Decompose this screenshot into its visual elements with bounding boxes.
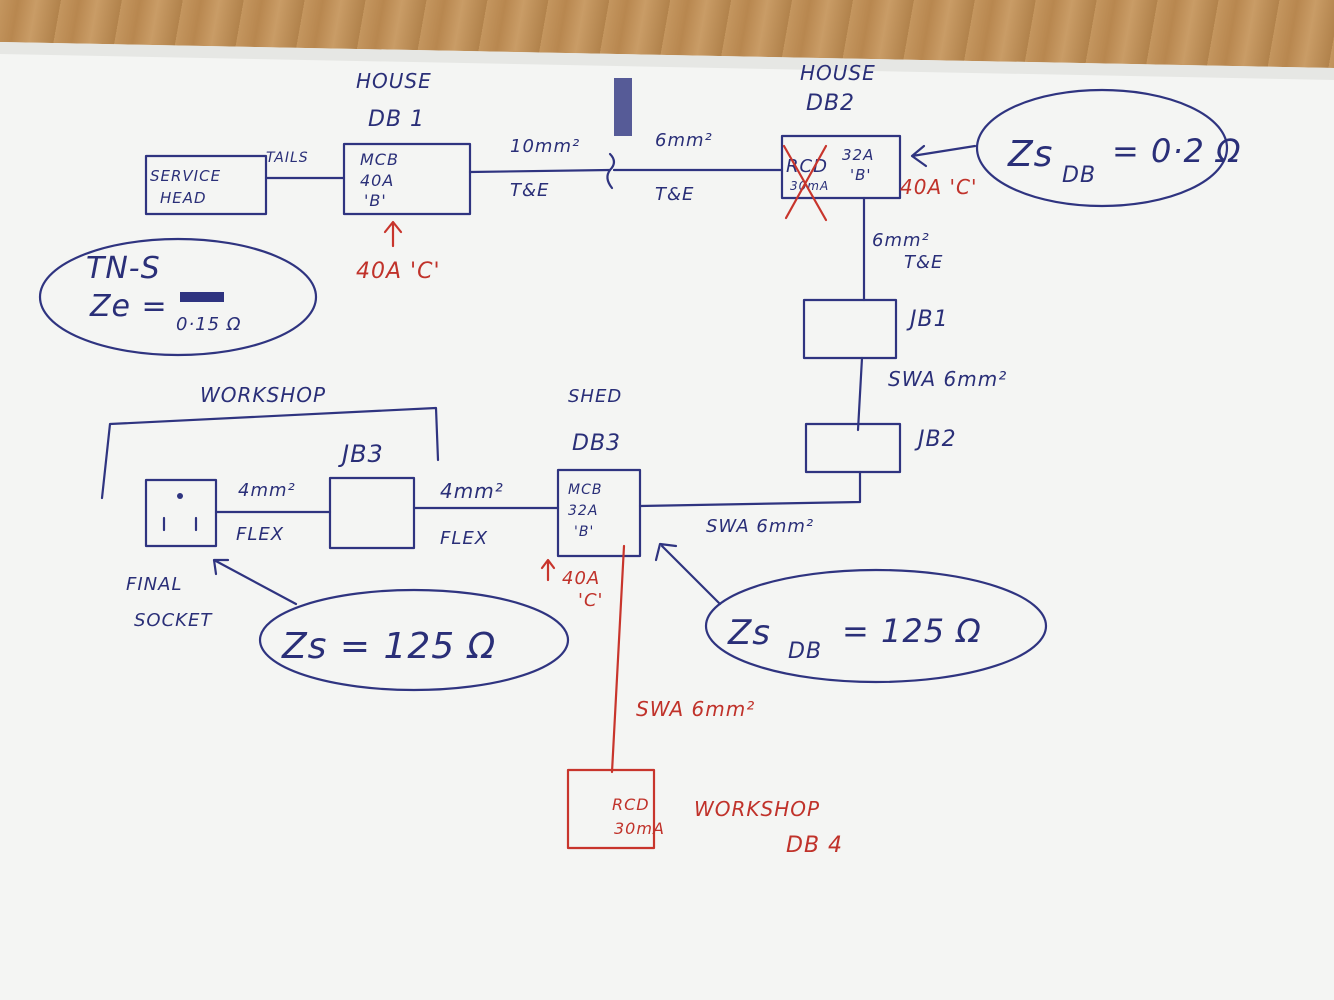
svg-text:JB3: JB3 bbox=[338, 440, 384, 468]
final-socket-label-2: SOCKET bbox=[134, 610, 213, 631]
junction-box-jb2: JB2 bbox=[804, 422, 957, 474]
zs-db-ellipse: Zs DB = 0·2 Ω bbox=[975, 88, 1242, 208]
paper-sheet bbox=[0, 42, 1334, 1000]
vertical-tse-label: T&E bbox=[904, 252, 943, 273]
service-head: SERVICE HEAD bbox=[144, 154, 268, 216]
swa-label-2: SWA 6mm² bbox=[706, 516, 814, 537]
svg-text:DB3: DB3 bbox=[572, 431, 621, 456]
svg-text:DB2: DB2 bbox=[806, 91, 855, 116]
svg-text:DB: DB bbox=[788, 639, 822, 664]
workshop-label: WORKSHOP bbox=[200, 383, 326, 407]
db3-red-rating-2: 'C' bbox=[578, 590, 603, 611]
svg-text:Zs = 125 Ω: Zs = 125 Ω bbox=[281, 626, 496, 667]
cable-tse-label-2: T&E bbox=[655, 184, 694, 205]
workshop-db4: RCD 30mA WORKSHOP DB 4 bbox=[566, 768, 843, 858]
svg-text:HEAD: HEAD bbox=[160, 189, 207, 207]
svg-text:30mA: 30mA bbox=[790, 179, 829, 193]
svg-text:HOUSE: HOUSE bbox=[800, 61, 876, 85]
svg-text:= 125 Ω: = 125 Ω bbox=[842, 612, 982, 650]
cable-6mm-label: 6mm² bbox=[655, 130, 713, 151]
svg-text:32A: 32A bbox=[568, 503, 598, 519]
cable-tse-label-1: T&E bbox=[510, 180, 549, 201]
svg-text:WORKSHOP: WORKSHOP bbox=[694, 797, 820, 821]
flex-label-1: FLEX bbox=[236, 524, 284, 545]
svg-text:SHED: SHED bbox=[568, 386, 622, 407]
final-socket-label-1: FINAL bbox=[126, 574, 182, 595]
svg-text:'B': 'B' bbox=[364, 191, 387, 210]
svg-text:Zs: Zs bbox=[1007, 134, 1053, 175]
svg-text:= 0·2 Ω: = 0·2 Ω bbox=[1112, 132, 1242, 170]
svg-text:30mA: 30mA bbox=[614, 819, 665, 838]
house-db1: HOUSE DB 1 MCB 40A 'B' bbox=[342, 69, 472, 216]
svg-text:40A: 40A bbox=[360, 171, 394, 190]
supply-earthing-ellipse: TN-S Ze = 0·15 Ω bbox=[38, 237, 318, 357]
svg-text:MCB: MCB bbox=[360, 150, 399, 169]
svg-text:MCB: MCB bbox=[568, 482, 602, 498]
svg-text:Zs: Zs bbox=[727, 613, 771, 653]
svg-text:'B': 'B' bbox=[574, 524, 594, 540]
paper-shadow bbox=[0, 42, 1334, 80]
zs-db3-ellipse: Zs DB = 125 Ω bbox=[704, 568, 1048, 684]
db2-red-rating: 40A 'C' bbox=[900, 175, 977, 199]
cable-4mm-label-1: 4mm² bbox=[238, 480, 296, 501]
svg-text:JB1: JB1 bbox=[906, 307, 949, 332]
svg-text:0·15 Ω: 0·15 Ω bbox=[176, 314, 242, 335]
db1-red-rating: 40A 'C' bbox=[356, 259, 441, 284]
svg-text:RCD: RCD bbox=[612, 795, 650, 814]
svg-text:DB 4: DB 4 bbox=[786, 833, 843, 858]
cable-4mm-label-2: 4mm² bbox=[440, 479, 504, 503]
svg-text:TN-S: TN-S bbox=[86, 251, 161, 286]
crossed-out-value bbox=[180, 292, 224, 302]
svg-text:'B': 'B' bbox=[850, 166, 872, 184]
svg-text:DB 1: DB 1 bbox=[368, 107, 425, 132]
vertical-6mm-label: 6mm² bbox=[872, 230, 930, 251]
svg-text:SERVICE: SERVICE bbox=[150, 167, 221, 185]
swa-label-1: SWA 6mm² bbox=[888, 367, 1007, 391]
svg-text:HOUSE: HOUSE bbox=[356, 69, 432, 93]
shed-db3: SHED DB3 MCB 32A 'B' bbox=[556, 386, 642, 558]
flex-label-2: FLEX bbox=[440, 528, 488, 549]
cable-10mm-label: 10mm² bbox=[510, 136, 580, 157]
tails-label: TAILS bbox=[266, 150, 309, 166]
scribble-mark bbox=[614, 78, 632, 136]
zs-final-ellipse: Zs = 125 Ω bbox=[258, 588, 570, 692]
house-db2: HOUSE DB2 RCD 30mA 32A 'B' bbox=[780, 61, 902, 222]
svg-text:Ze =: Ze = bbox=[89, 289, 168, 324]
svg-text:32A: 32A bbox=[842, 146, 874, 164]
junction-box-jb3: JB3 bbox=[328, 440, 416, 550]
junction-box-jb1: JB1 bbox=[802, 298, 949, 360]
svg-text:JB2: JB2 bbox=[914, 427, 957, 452]
swa-red-label: SWA 6mm² bbox=[636, 697, 755, 721]
db3-red-rating-1: 40A bbox=[562, 568, 600, 589]
svg-text:DB: DB bbox=[1062, 163, 1096, 188]
